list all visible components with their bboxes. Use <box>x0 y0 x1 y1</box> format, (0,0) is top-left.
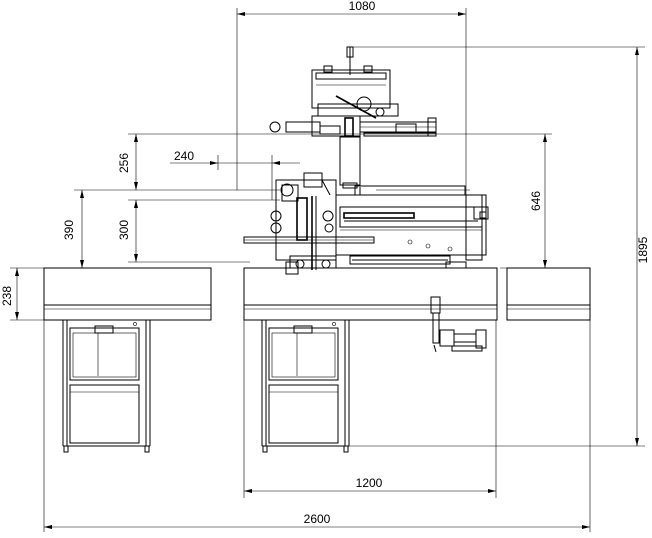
upper-motor-housing <box>311 65 391 109</box>
bench-top-plate <box>243 236 375 244</box>
dimension-1895: 1895 <box>346 46 650 447</box>
dimension-256: 256 <box>117 133 338 190</box>
right-table-top <box>506 267 591 321</box>
dimension-2600: 2600 <box>43 320 591 532</box>
dim-label-1200: 1200 <box>356 476 383 490</box>
left-cabinet <box>62 320 151 453</box>
center-table-top <box>243 267 498 321</box>
pedal-assembly <box>430 296 487 353</box>
rail-carriage <box>335 185 489 269</box>
upper-linkage <box>269 95 399 137</box>
dim-label-390: 390 <box>62 220 76 240</box>
sewing-head-body <box>270 172 340 270</box>
dimension-240: 240 <box>170 149 300 200</box>
dim-label-240: 240 <box>174 149 194 163</box>
dim-label-238: 238 <box>0 286 14 306</box>
dim-label-256: 256 <box>117 153 131 173</box>
upper-arm-right <box>359 117 437 137</box>
vertical-column <box>339 46 361 189</box>
dimension-238: 238 <box>0 267 44 321</box>
dimension-646: 646 <box>340 133 552 269</box>
dimension-390: 390 <box>62 189 280 268</box>
dim-label-1080: 1080 <box>349 0 376 13</box>
dim-label-300: 300 <box>117 220 131 240</box>
dimension-1200: 1200 <box>243 320 497 498</box>
left-table-top <box>43 267 212 321</box>
center-cabinet <box>261 320 350 453</box>
dimension-1080: 1080 <box>236 0 467 195</box>
dim-label-1895: 1895 <box>636 236 650 263</box>
dimension-300: 300 <box>117 199 280 263</box>
left-bracket <box>285 261 312 275</box>
dim-label-2600: 2600 <box>304 512 331 526</box>
dim-label-646: 646 <box>529 191 543 211</box>
